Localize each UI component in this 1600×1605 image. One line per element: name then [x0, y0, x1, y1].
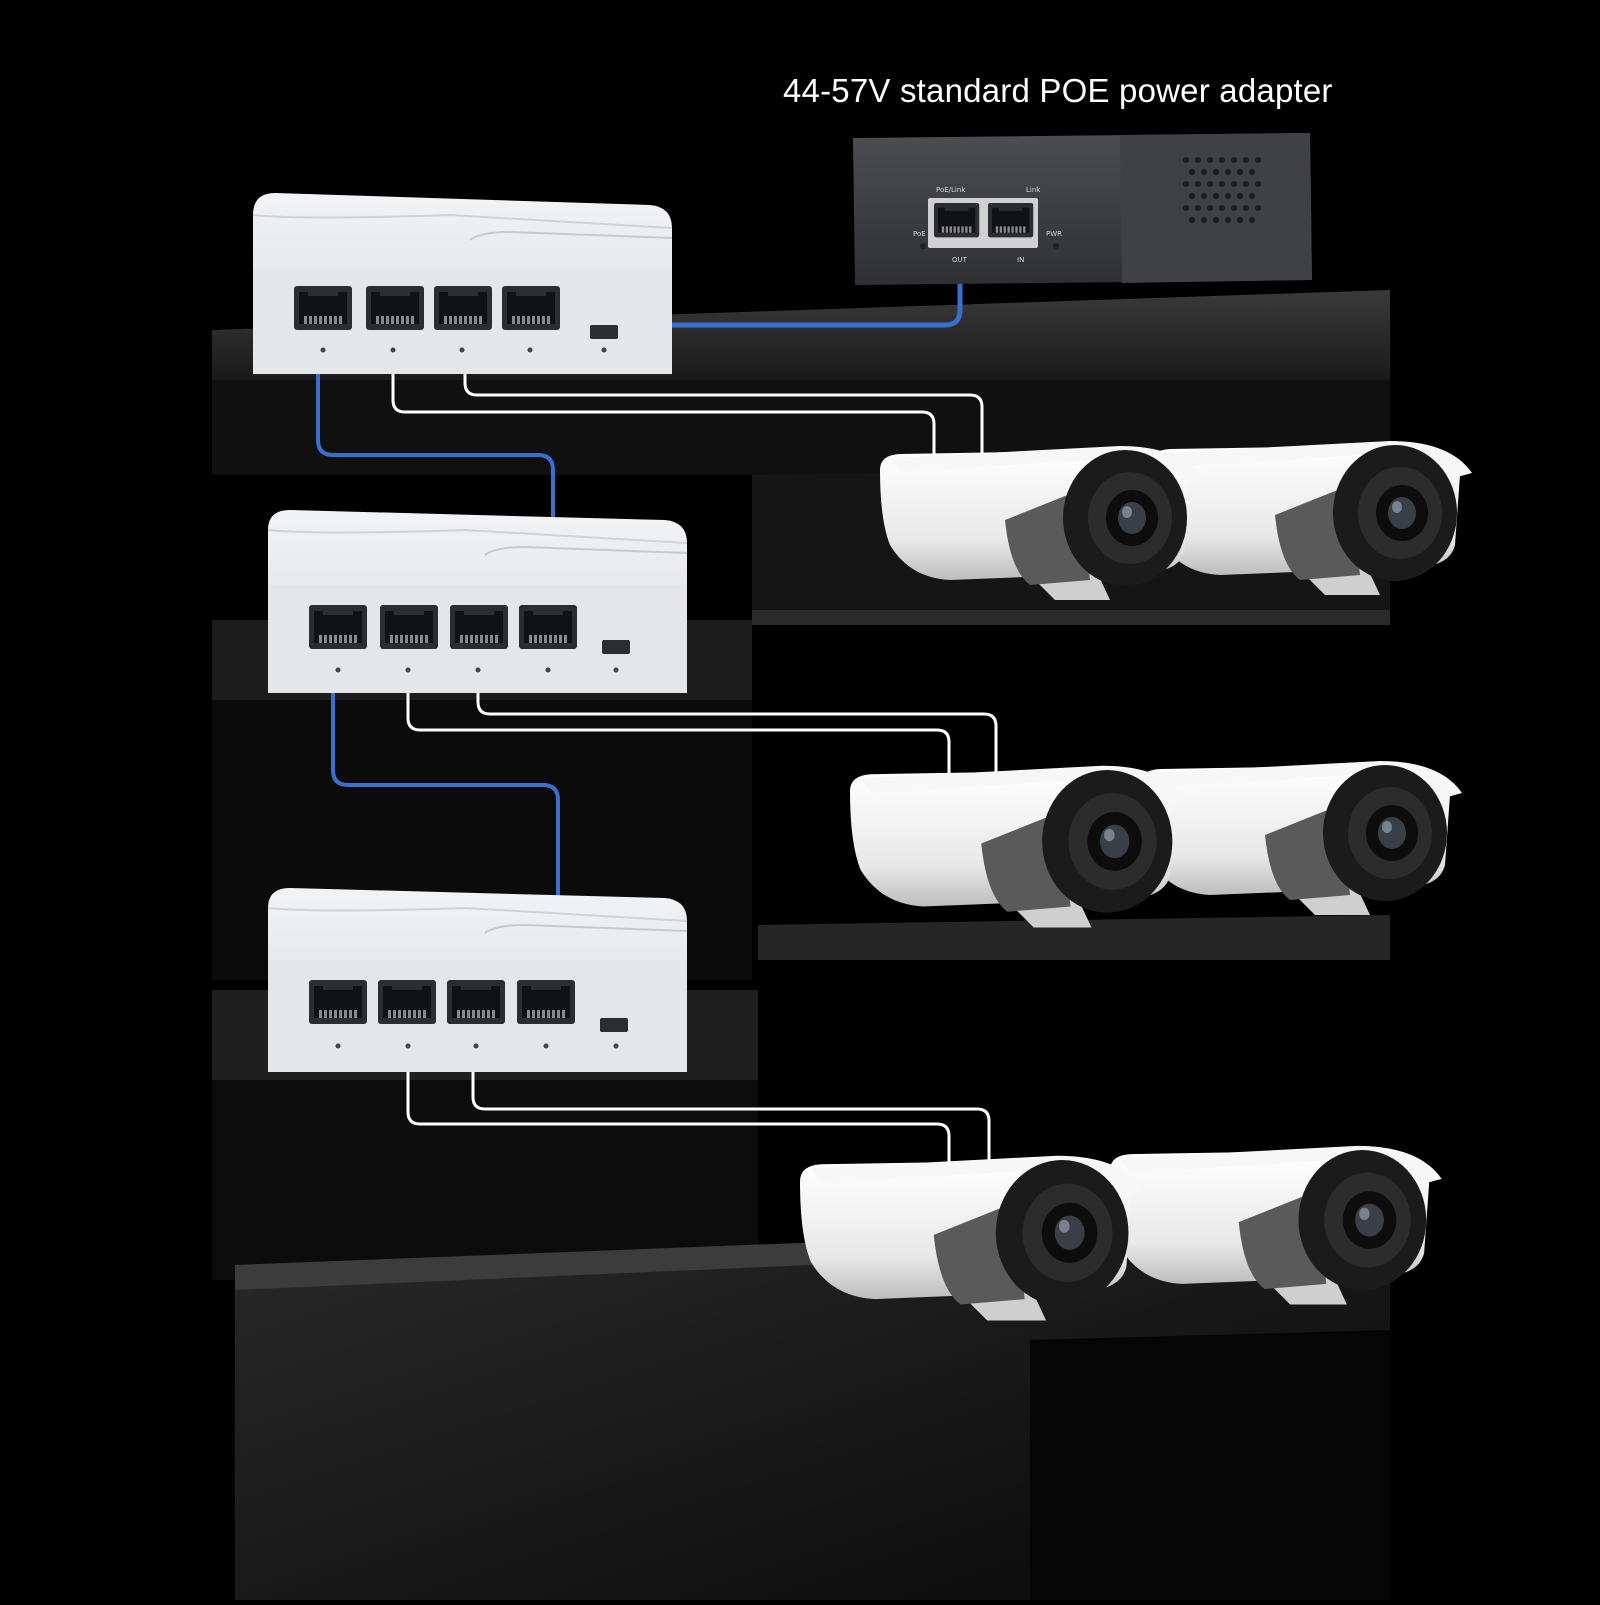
cable-switch3-camera-a — [406, 1038, 951, 1182]
switch2-port-3 — [450, 605, 508, 649]
cable-switch3-camera-b — [471, 1038, 991, 1182]
label-out: OUT — [952, 256, 968, 264]
switch3-port-4 — [517, 980, 575, 1024]
camera-pair-2 — [850, 761, 1462, 928]
switch2-port-4 — [519, 605, 577, 649]
cable-switch1-camera-a — [391, 338, 936, 472]
camera-back — [1150, 441, 1472, 595]
switch3-fiber-port — [600, 1018, 628, 1032]
injector-port-in — [988, 203, 1034, 238]
cable-injector-to-switch1 — [562, 242, 963, 328]
switch-3 — [267, 888, 688, 1072]
cable-switch2-to-switch3 — [331, 663, 560, 1012]
camera-pair-1 — [880, 441, 1472, 600]
switch-2 — [267, 510, 688, 693]
camera-front — [880, 446, 1202, 600]
vent-holes — [1183, 157, 1261, 223]
camera-front — [850, 765, 1189, 928]
switch2-port-2 — [380, 605, 438, 649]
switch1-port-4 — [502, 286, 560, 330]
camera-pair-3 — [800, 1145, 1442, 1321]
switch2-fiber-port — [602, 640, 630, 654]
switch3-port-1 — [309, 980, 367, 1024]
switch2-port-1 — [309, 605, 367, 649]
cables — [316, 242, 998, 1182]
camera-back — [1110, 1145, 1442, 1305]
switch1-port-2 — [366, 286, 424, 330]
cable-switch1-to-switch2 — [316, 338, 555, 642]
switch1-fiber-port — [590, 325, 618, 339]
injector-port-out — [934, 203, 980, 238]
switch1-port-3 — [434, 286, 492, 330]
poe-injector: PoE/Link Link PoE PWR OUT IN — [853, 133, 1312, 285]
label-poe-link: PoE/Link — [936, 186, 966, 194]
label-in: IN — [1017, 256, 1024, 264]
label-poe: PoE — [913, 230, 926, 238]
switch-1 — [252, 193, 673, 374]
switch3-port-3 — [447, 980, 505, 1024]
switch3-port-2 — [378, 980, 436, 1024]
camera-front — [800, 1155, 1145, 1321]
cable-switch2-camera-a — [406, 663, 951, 792]
camera-pairs — [800, 441, 1472, 1321]
cable-switch2-camera-b — [476, 663, 998, 792]
label-pwr: PWR — [1046, 230, 1062, 238]
switch1-port-1 — [294, 286, 352, 330]
caption-title: 44-57V standard POE power adapter — [783, 72, 1333, 109]
label-link: Link — [1026, 186, 1041, 194]
camera-back — [1140, 761, 1462, 915]
cable-switch1-camera-b — [463, 338, 984, 472]
